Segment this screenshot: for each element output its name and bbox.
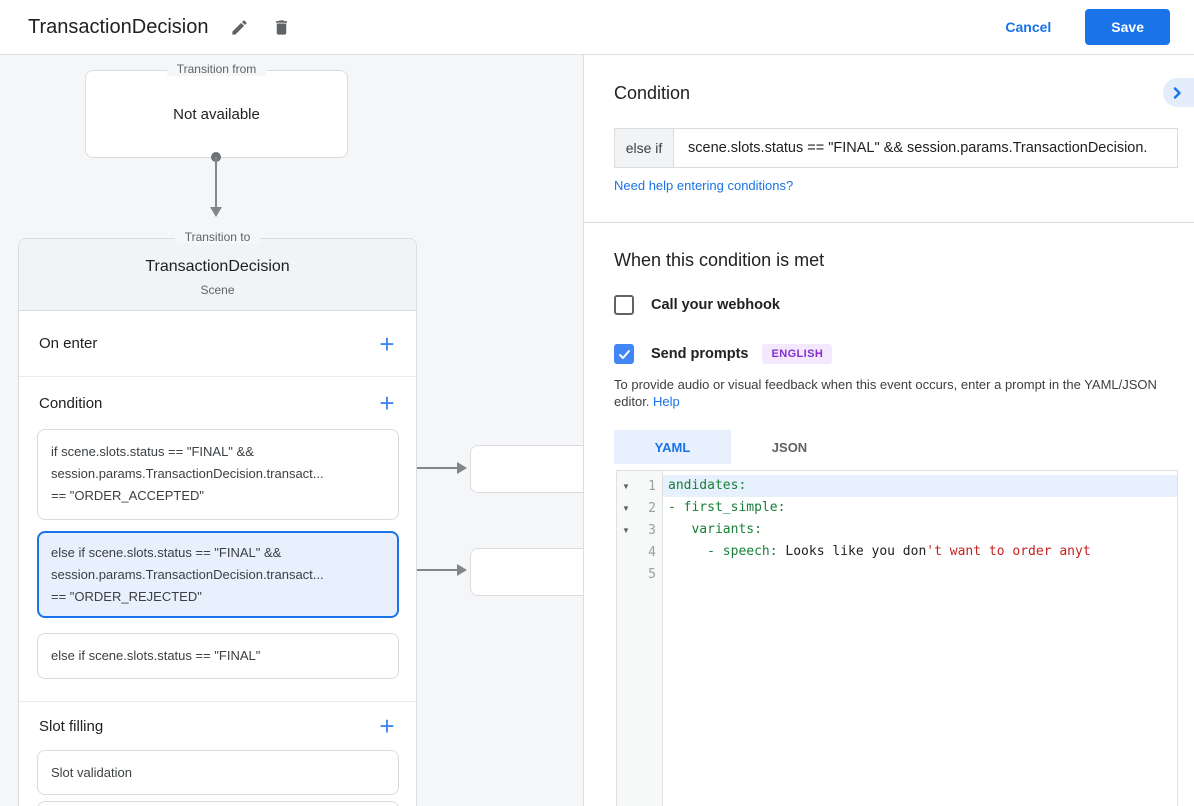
when-condition-met-title: When this condition is met: [614, 250, 825, 270]
add-condition-button[interactable]: +: [372, 388, 402, 418]
panel-title: Condition: [614, 83, 691, 103]
fold-arrow-icon[interactable]: ▼: [622, 481, 630, 491]
line-number: 1: [648, 478, 656, 494]
page-title: TransactionDecision: [28, 15, 209, 38]
scene-header[interactable]: TransactionDecision Scene: [19, 239, 416, 311]
code-line[interactable]: - speech: Looks like you don't want to o…: [663, 541, 1177, 563]
prompt-description: To provide audio or visual feedback when…: [614, 376, 1166, 410]
main-area: Transition from Not available Transition…: [0, 55, 1194, 806]
condition-cards: if scene.slots.status == "FINAL" && sess…: [19, 429, 416, 702]
on-enter-label: On enter: [39, 335, 98, 352]
condition-input[interactable]: [674, 129, 1177, 167]
pencil-icon: [232, 19, 247, 35]
condition-input-row: else if: [614, 128, 1178, 168]
code-line[interactable]: - first_simple:: [663, 497, 1177, 519]
arrow-down-icon: [210, 207, 222, 217]
code-line[interactable]: variants:: [663, 519, 1177, 541]
connector-line: [400, 467, 458, 469]
tab-json[interactable]: JSON: [771, 439, 808, 455]
trash-icon: [275, 19, 287, 35]
add-slot-button[interactable]: +: [372, 711, 402, 741]
panel-divider: [584, 222, 1194, 223]
code-segment: - speech:: [668, 544, 786, 559]
send-prompts-checkbox[interactable]: [614, 344, 634, 364]
gutter-row: 5: [617, 563, 662, 585]
code-segment: variants:: [668, 522, 762, 537]
webhook-checkbox[interactable]: [614, 295, 634, 315]
condition-detail-panel: Condition else if Need help entering con…: [583, 55, 1194, 806]
gutter-row: 4: [617, 541, 662, 563]
code-segment: 't want to order anyt: [926, 544, 1091, 559]
slot-filling-section-header: Slot filling +: [19, 702, 416, 750]
connector-line: [400, 569, 458, 571]
code-segment: - first_simple:: [668, 500, 786, 515]
gutter-row: ▼2: [617, 497, 662, 519]
edit-button[interactable]: [228, 16, 250, 38]
webhook-label: Call your webhook: [651, 297, 780, 313]
editor-code[interactable]: andidates: - first_simple: variants: - sp…: [663, 471, 1177, 806]
send-prompts-label: Send prompts: [651, 346, 749, 362]
condition-card-selected[interactable]: else if scene.slots.status == "FINAL" &&…: [37, 531, 399, 618]
transition-from-content: Not available: [173, 105, 260, 123]
line-number: 5: [648, 566, 656, 582]
condition-prefix: else if: [615, 129, 674, 167]
delete-button[interactable]: [270, 16, 292, 38]
connector-line: [215, 157, 217, 209]
editor-tabs: YAML JSON: [614, 430, 848, 464]
send-prompts-row: Send prompts ENGLISH: [614, 344, 833, 364]
transition-target-box[interactable]: [470, 445, 598, 493]
checkmark-icon: [618, 349, 630, 359]
arrow-right-icon: [457, 462, 467, 474]
add-on-enter-button[interactable]: +: [372, 329, 402, 359]
transition-from-legend: Transition from: [166, 62, 267, 76]
webhook-row: Call your webhook: [614, 295, 780, 315]
scene-title: TransactionDecision: [145, 258, 290, 275]
condition-card[interactable]: else if scene.slots.status == "FINAL": [37, 633, 399, 679]
code-line[interactable]: andidates:: [663, 475, 1177, 497]
condition-section-header: Condition +: [19, 377, 416, 429]
collapse-panel-button[interactable]: [1163, 78, 1194, 107]
gutter-row: ▼3: [617, 519, 662, 541]
fold-arrow-icon[interactable]: ▼: [622, 525, 630, 535]
transition-to-legend: Transition to: [174, 230, 261, 244]
condition-help-link[interactable]: Need help entering conditions?: [614, 178, 794, 193]
arrow-right-icon: [457, 564, 467, 576]
on-enter-section: On enter +: [19, 311, 416, 377]
save-button[interactable]: Save: [1085, 9, 1170, 45]
chevron-right-icon: [1173, 86, 1181, 99]
line-number: 3: [648, 522, 656, 538]
condition-card[interactable]: if scene.slots.status == "FINAL" && sess…: [37, 429, 399, 520]
tab-yaml[interactable]: YAML: [614, 430, 731, 464]
code-line[interactable]: [663, 563, 1177, 585]
help-link[interactable]: Help: [653, 394, 680, 409]
transition-from-box[interactable]: Transition from Not available: [85, 62, 348, 158]
slot-cards: Slot validation: [19, 750, 416, 806]
gutter-row: ▼1: [617, 475, 662, 497]
language-badge: ENGLISH: [762, 344, 833, 364]
scene-card: Transition to TransactionDecision Scene …: [18, 230, 417, 806]
line-number: 4: [648, 544, 656, 560]
fold-arrow-icon[interactable]: ▼: [622, 503, 630, 513]
prompt-description-text: To provide audio or visual feedback when…: [614, 377, 1157, 409]
top-bar: TransactionDecision Cancel Save: [0, 0, 1194, 55]
code-segment: Looks like you don: [785, 544, 927, 559]
scene-subtitle: Scene: [200, 283, 235, 297]
cancel-button[interactable]: Cancel: [1005, 19, 1052, 35]
condition-label: Condition: [39, 394, 103, 412]
code-segment: andidates:: [668, 478, 747, 493]
partial-card[interactable]: [37, 801, 399, 806]
line-number: 2: [648, 500, 656, 516]
slot-validation-card[interactable]: Slot validation: [37, 750, 399, 795]
transition-target-box[interactable]: [470, 548, 598, 596]
slot-filling-label: Slot filling: [39, 717, 104, 735]
